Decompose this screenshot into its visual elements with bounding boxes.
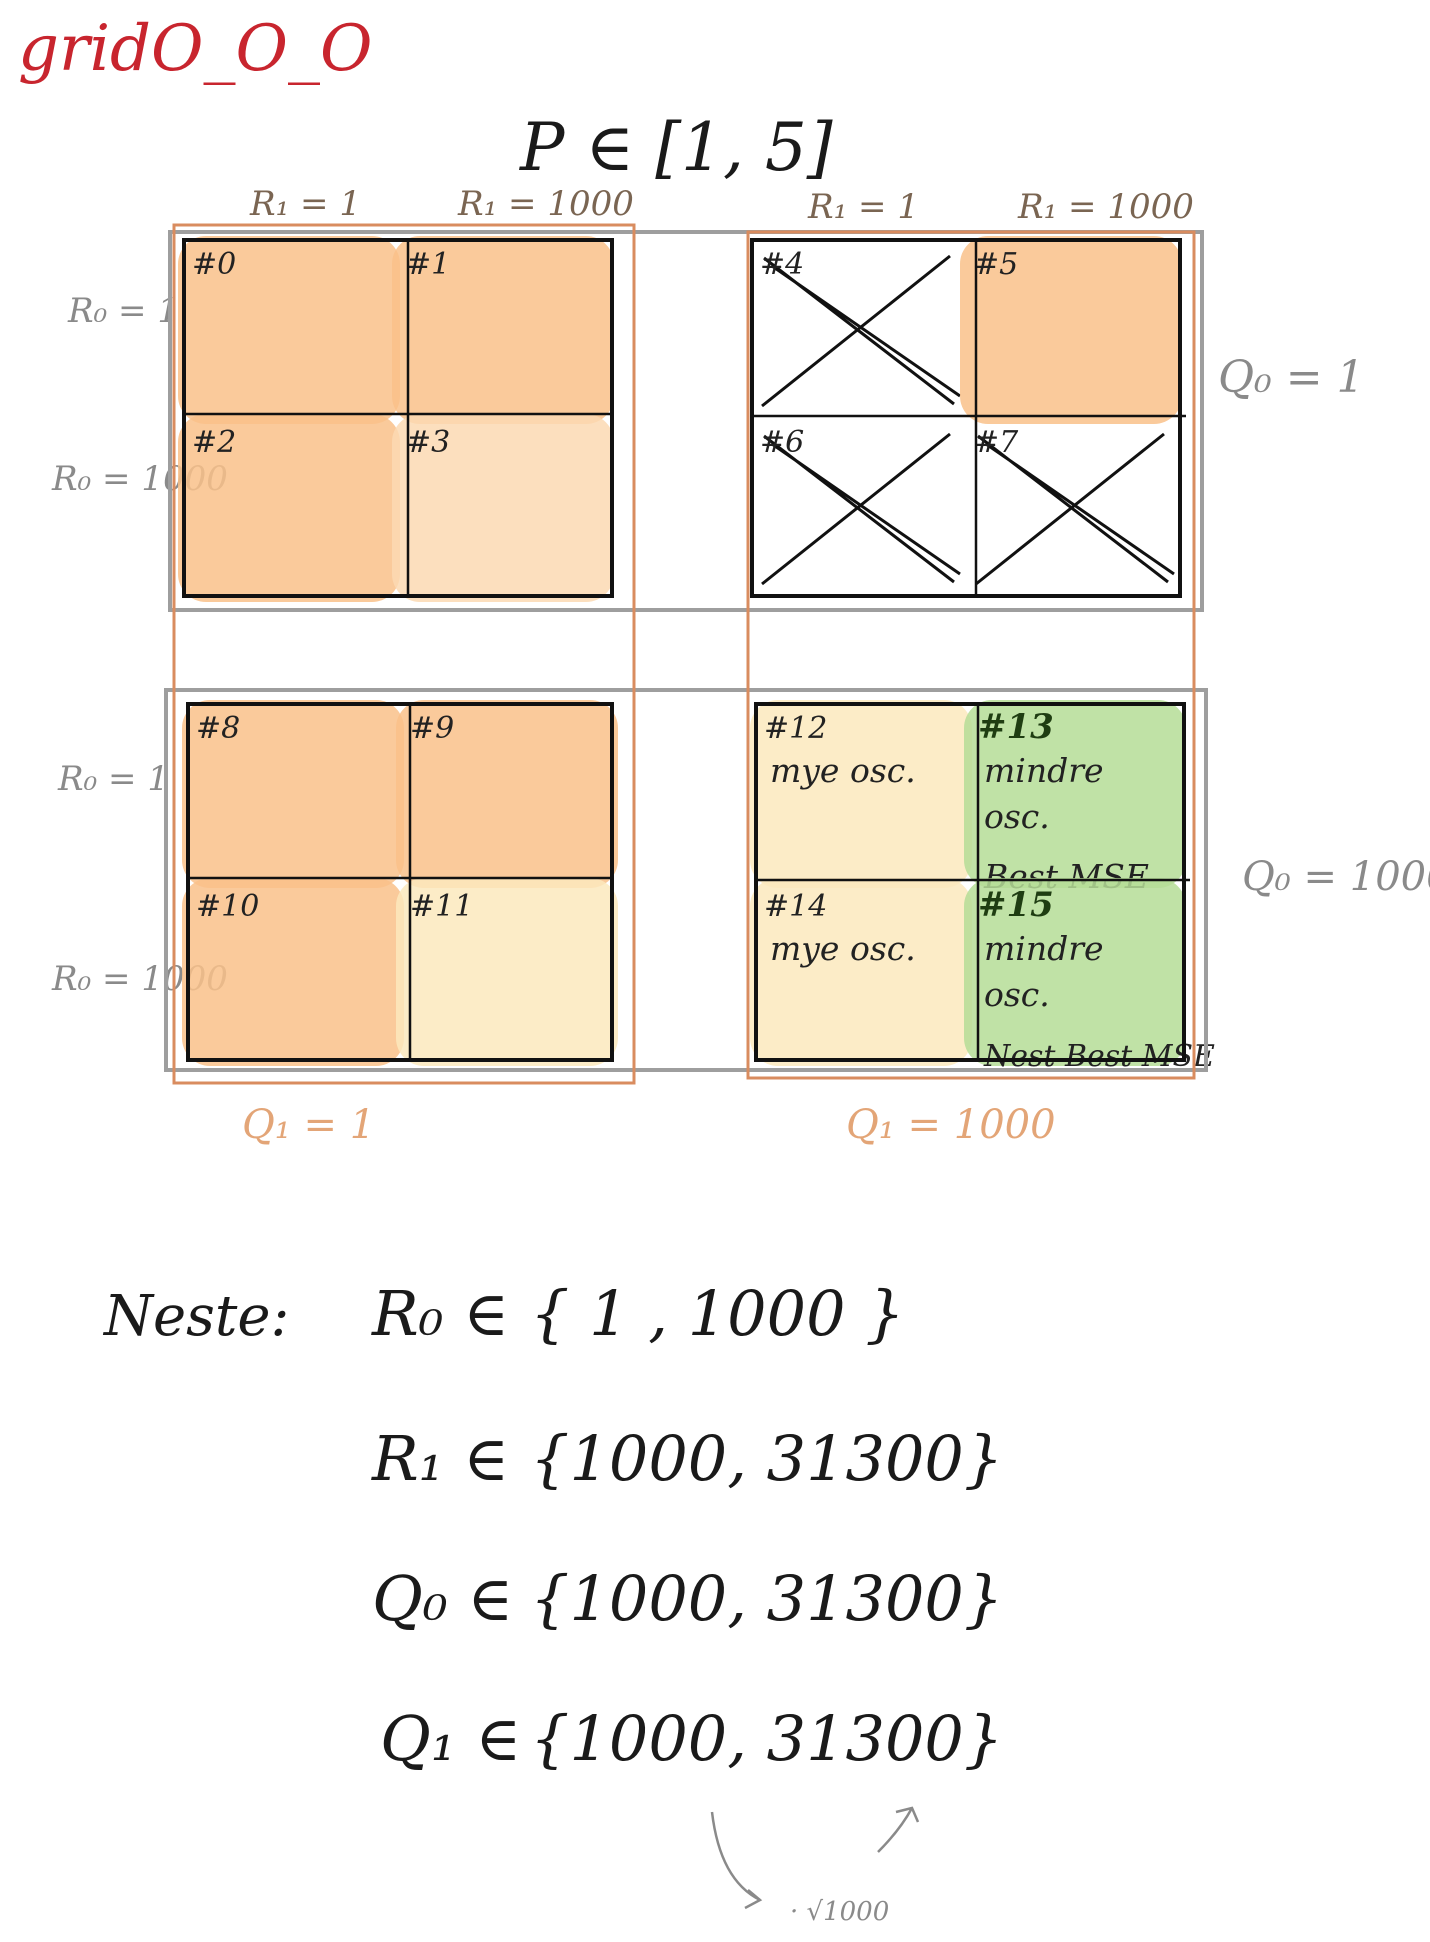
arrow-down-icon: [710, 1811, 761, 1902]
frame-q1-1000: [746, 230, 1196, 1080]
right-label-q0-1: Q₀ = 1: [1218, 352, 1365, 403]
cell-fill: [750, 878, 972, 1066]
row-label-r0-1-top: R₀ = 1: [67, 291, 179, 331]
cell-id: #14: [764, 889, 827, 924]
next-section: Neste: R₀ ∈ { 1 , 1000 } R₁ ∈ {1000, 313…: [102, 1277, 1003, 1927]
cell-fill: [964, 700, 1186, 888]
cell-fill: [392, 236, 614, 424]
col-label-r1-1-right: R₁ = 1: [807, 187, 919, 227]
frame-q1-1: [172, 223, 636, 1085]
quadrant-box-1: [750, 238, 1182, 598]
col-label-r1-1-left: R₁ = 1: [249, 184, 361, 224]
cell-fill: [396, 878, 618, 1066]
cell-id: #6: [760, 425, 804, 460]
next-line-1-var: R₁ ∈: [371, 1422, 509, 1495]
cell-note: mindre: [984, 929, 1104, 968]
cell-id: #0: [192, 247, 236, 282]
cell-note: mindre: [984, 751, 1104, 790]
next-line-0-values: { 1 , 1000 }: [530, 1277, 905, 1350]
cell-fill: [178, 414, 400, 602]
cell-id: #13: [978, 707, 1054, 747]
col-label-r1-1000-left: R₁ = 1000: [457, 184, 634, 224]
next-line-0-var: R₀ ∈: [371, 1277, 509, 1350]
cell-fill: [750, 700, 972, 888]
cell-id: #3: [406, 425, 450, 460]
bottom-label-q1-1000: Q₁ = 1000: [846, 1102, 1056, 1148]
param-range-label: P ∈ [1, 5]: [519, 109, 833, 186]
cell-id: #2: [192, 425, 236, 460]
cell-note: osc.: [984, 797, 1050, 836]
cell-id: #9: [410, 711, 454, 746]
cell-note: osc.: [984, 975, 1050, 1014]
cell-id: #8: [196, 711, 240, 746]
sketch-title: gridO_O_O: [18, 12, 372, 86]
cell-id: #1: [406, 247, 450, 282]
cell-id: #12: [764, 711, 827, 746]
next-line-3-var: Q₁ ∈: [380, 1702, 521, 1775]
cell-id: #10: [196, 889, 259, 924]
cross-out-icon: [975, 432, 1175, 586]
cell-id: #4: [760, 247, 804, 282]
cell-id: #5: [974, 247, 1018, 282]
cell-id: #7: [974, 425, 1019, 460]
quadrant-box-3: [754, 702, 1186, 1062]
row-label-r0-1-bottom: R₀ = 1: [57, 759, 169, 799]
cell-note: mye osc.: [770, 929, 916, 968]
cell-fill: [964, 878, 1186, 1066]
grid-frames: [164, 223, 1208, 1085]
grid-cells: #0 #1 #2 #3 #4 #5 #6 #7 #8 #9 #10 #11 #12 mye osc. #13…: [178, 236, 1215, 1074]
frame-q0-1: [168, 230, 1204, 612]
next-line-1-values: {1000, 31300}: [530, 1422, 1003, 1495]
quadrant-box-0: [182, 238, 614, 598]
cross-out-icon: [761, 254, 961, 408]
cell-fill: [392, 414, 614, 602]
cross-out-icon: [761, 432, 961, 586]
arrow-up-icon: [877, 1807, 914, 1853]
sqrt-footnote: · √1000: [790, 1897, 889, 1927]
next-line-2-values: {1000, 31300}: [530, 1562, 1003, 1635]
next-line-2-var: Q₀ ∈: [372, 1562, 513, 1635]
cell-note: mye osc.: [770, 751, 916, 790]
frame-q0-1000: [164, 688, 1208, 1072]
cell-fill: [182, 700, 404, 888]
cell-fill: [178, 236, 400, 424]
right-label-q0-1000: Q₀ = 1000: [1242, 854, 1430, 900]
quadrant-box-2: [186, 702, 614, 1062]
cell-fill: [960, 236, 1182, 424]
next-line-3-values: {1000, 31300}: [530, 1702, 1003, 1775]
bottom-label-q1-1: Q₁ = 1: [242, 1102, 375, 1148]
col-label-r1-1000-right: R₁ = 1000: [1017, 187, 1194, 227]
next-label: Neste:: [102, 1284, 289, 1349]
cell-fill: [182, 878, 404, 1066]
cell-id: #15: [978, 885, 1054, 925]
cell-id: #11: [410, 889, 473, 924]
cell-fill: [396, 700, 618, 888]
